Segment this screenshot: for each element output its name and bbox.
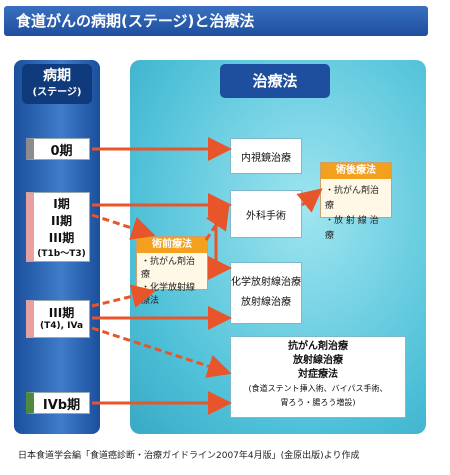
advanced-note-2: 胃ろう・腸ろう増設) <box>280 398 356 407</box>
stage-header-subtitle: (ステージ) <box>32 87 82 98</box>
advanced-chemo: 抗がん剤治療 <box>288 341 348 352</box>
treatment-header: 治療法 <box>220 64 330 98</box>
advanced-box: 抗がん剤治療 放射線治療 対症療法 (食道ステント挿入術、バイパス手術、 胃ろう… <box>230 336 406 418</box>
stage-1-3-box: I期 II期 III期 (T1b〜T3) <box>26 192 90 262</box>
source-footer: 日本食道学会編「食道癌診断・治療ガイドライン2007年4月版」(金原出版)より作… <box>18 451 360 461</box>
stage-3b-label: III期 <box>48 306 75 320</box>
endoscopic-box: 内視鏡治療 <box>230 138 302 174</box>
arrow-1-preop <box>91 213 156 240</box>
postop-title: 術後療法 <box>321 163 391 179</box>
preop-box: 術前療法 ・抗がん剤治療 ・化学放射線療法 <box>136 236 208 306</box>
preop-title: 術前療法 <box>137 237 207 253</box>
postop-item-radiation: ・放 射 線 治 療 <box>325 216 379 241</box>
surgery-box: 外科手術 <box>230 190 302 238</box>
stage-0-box: 0期 <box>26 138 90 160</box>
endoscopic-label: 内視鏡治療 <box>241 152 291 164</box>
stage-3-4a-box: III期 (T4), IVa <box>26 300 90 338</box>
arrow-3-preop <box>91 284 156 308</box>
stage-4b-box: IVb期 <box>26 392 90 414</box>
chemorad-box: 化学放射線治療 放射線治療 <box>230 262 302 324</box>
advanced-radiation: 放射線治療 <box>293 355 343 366</box>
preop-item-chemo: ・抗がん剤治療 <box>141 257 196 280</box>
advanced-note-1: (食道ステント挿入術、バイパス手術、 <box>248 384 388 393</box>
surgery-label: 外科手術 <box>246 210 286 222</box>
advanced-palliative: 対症療法 <box>298 369 338 380</box>
postop-item-chemo: ・抗がん剤治療 <box>325 186 380 211</box>
stage-2-label: II期 <box>51 214 72 228</box>
stage-1-label: I期 <box>53 197 70 211</box>
stage-4b-label: IVb期 <box>42 397 81 413</box>
chemorad-label: 化学放射線治療 <box>231 277 301 288</box>
radiation-label: 放射線治療 <box>241 297 291 308</box>
stage-t4-label: (T4), IVa <box>39 321 84 331</box>
stage-t-label: (T1b〜T3) <box>37 249 86 259</box>
stage-header: 病期 (ステージ) <box>22 64 92 104</box>
page-title: 食道がんの病期(ステージ)と治療法 <box>4 6 428 36</box>
arrow-surgery-chemorad <box>208 205 232 280</box>
stage-0-label: 0期 <box>50 143 73 159</box>
stage-header-title: 病期 <box>43 68 71 84</box>
postop-box: 術後療法 ・抗がん剤治療 ・放 射 線 治 療 <box>320 162 392 241</box>
arrow-surgery-postop <box>296 188 323 213</box>
arrow-preop-surgery <box>204 205 230 241</box>
stage-3-label: III期 <box>48 231 75 245</box>
arrow-3-advanced <box>91 326 232 378</box>
